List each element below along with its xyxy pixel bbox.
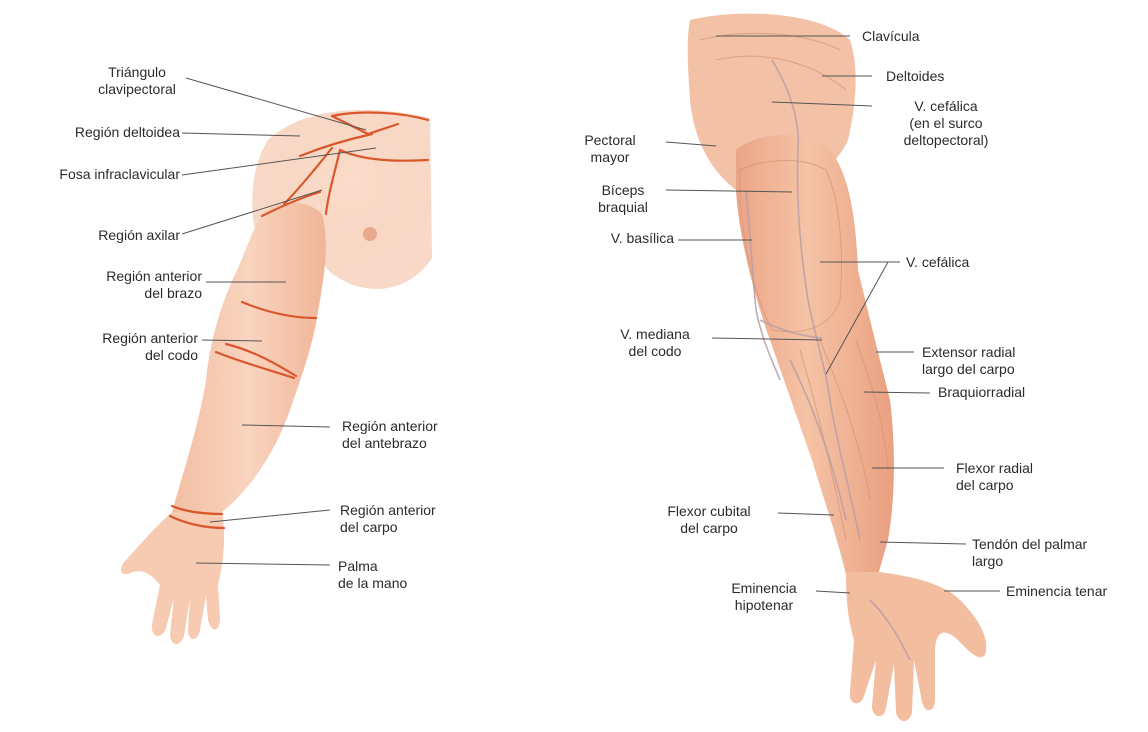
label-eminencia-tenar: Eminencia tenar <box>1006 583 1107 600</box>
label-region-anterior-codo: Región anterior del codo <box>20 330 198 364</box>
label-tendon-palmar-largo: Tendón del palmar largo <box>972 536 1087 570</box>
label-flexor-radial-carpo: Flexor radial del carpo <box>956 460 1033 494</box>
label-vena-basilica: V. basílica <box>576 230 674 247</box>
label-vena-cefalica-surco: V. cefálica (en el surco deltopectoral) <box>872 98 1020 149</box>
label-braquiorradial: Braquiorradial <box>938 384 1025 401</box>
label-region-anterior-brazo: Región anterior del brazo <box>20 268 202 302</box>
label-region-anterior-carpo: Región anterior del carpo <box>340 502 436 536</box>
label-fosa-infraclavicular: Fosa infraclavicular <box>4 166 180 183</box>
label-vena-mediana-codo: V. mediana del codo <box>602 326 708 360</box>
label-extensor-radial: Extensor radial largo del carpo <box>922 344 1015 378</box>
right-hand <box>846 572 986 721</box>
label-flexor-cubital-carpo: Flexor cubital del carpo <box>644 503 774 537</box>
label-region-anterior-antebrazo: Región anterior del antebrazo <box>342 418 438 452</box>
label-biceps-braquial: Bíceps braquial <box>582 182 664 216</box>
label-palma-mano: Palma de la mano <box>338 558 407 592</box>
label-deltoides: Deltoides <box>886 68 944 85</box>
label-clavicula: Clavícula <box>862 28 920 45</box>
label-region-deltoidea: Región deltoidea <box>10 124 180 141</box>
nipple <box>363 227 377 241</box>
label-triangulo-clavipectoral: Triángulo clavipectoral <box>82 64 192 98</box>
label-eminencia-hipotenar: Eminencia hipotenar <box>712 580 816 614</box>
label-region-axilar: Región axilar <box>30 227 180 244</box>
label-vena-cefalica: V. cefálica <box>906 254 969 271</box>
label-pectoral-mayor: Pectoral mayor <box>560 132 660 166</box>
left-hand <box>121 512 224 644</box>
